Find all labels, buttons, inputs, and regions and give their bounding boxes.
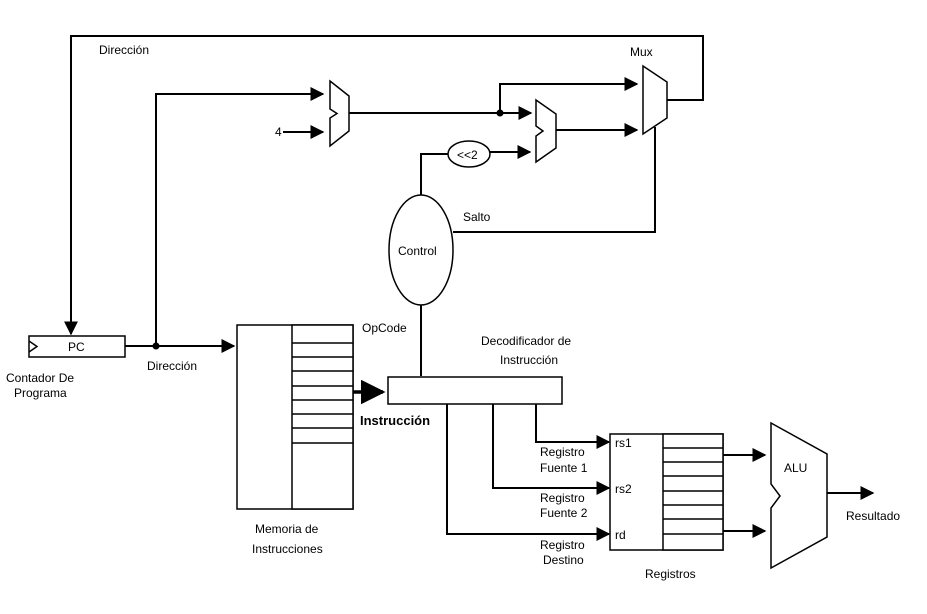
mux-label: Mux xyxy=(630,45,653,59)
mux xyxy=(642,64,668,136)
memoria-label-1: Memoria de xyxy=(255,522,319,536)
decoder-label-1: Decodificador de xyxy=(481,334,571,348)
pc-feedback-wire xyxy=(64,35,704,336)
rd-wire xyxy=(446,404,611,541)
register-file xyxy=(609,433,724,551)
pc-adder xyxy=(329,79,350,148)
rs1-port-label: rs1 xyxy=(615,436,632,450)
alu xyxy=(770,421,828,570)
four-label: 4 xyxy=(275,125,282,139)
control-label: Control xyxy=(398,244,437,258)
fuente1-label-1: Registro xyxy=(540,445,585,459)
pc-to-adder-wire xyxy=(155,87,325,346)
salto-label: Salto xyxy=(463,210,491,224)
shift-label: <<2 xyxy=(457,148,478,162)
rs2-wire xyxy=(492,404,611,495)
memoria-label-2: Instrucciones xyxy=(252,542,323,556)
pc-label: PC xyxy=(68,340,85,354)
decoder-label-2: Instrucción xyxy=(500,353,558,367)
direccion-top-label: Dirección xyxy=(99,43,149,57)
alu-label: ALU xyxy=(784,461,807,475)
rd-port-label: rd xyxy=(615,528,626,542)
fuente2-label-2: Fuente 2 xyxy=(540,506,588,520)
instruction-decoder xyxy=(387,376,563,405)
destino-label-1: Registro xyxy=(540,538,585,552)
rs1-wire xyxy=(535,404,611,449)
contador-label-1: Contador De xyxy=(6,371,74,385)
adder-to-mux-wire xyxy=(499,77,639,113)
direccion-mid-label: Dirección xyxy=(147,359,197,373)
registros-label: Registros xyxy=(645,567,696,581)
salto-wire xyxy=(453,127,656,233)
control-to-shift-wire xyxy=(420,153,448,196)
fuente2-label-1: Registro xyxy=(540,491,585,505)
fuente1-label-2: Fuente 1 xyxy=(540,461,588,475)
instruccion-label: Instrucción xyxy=(360,413,430,428)
branch-adder xyxy=(535,98,557,164)
instruction-memory xyxy=(236,324,354,510)
resultado-label: Resultado xyxy=(846,509,900,523)
destino-label-2: Destino xyxy=(543,553,584,567)
opcode-label: OpCode xyxy=(362,321,407,335)
contador-label-2: Programa xyxy=(14,386,67,400)
rs2-port-label: rs2 xyxy=(615,482,632,496)
pc-register: PC xyxy=(28,335,126,358)
